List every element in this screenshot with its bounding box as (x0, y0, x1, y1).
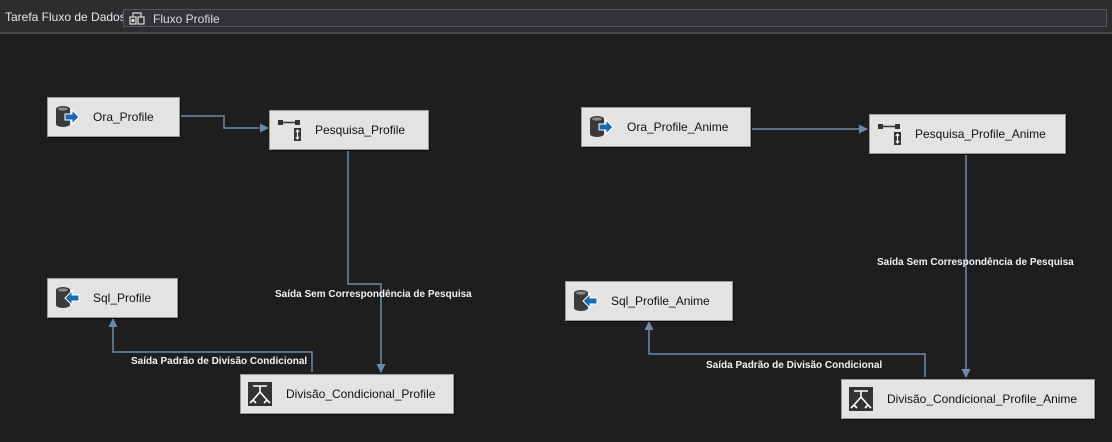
lookup-icon (278, 120, 301, 141)
ole-db-destination-icon (56, 287, 80, 308)
ole-db-source-icon (56, 106, 80, 127)
data-flow-icon (129, 12, 145, 25)
toolbar: Tarefa Fluxo de Dados: Fluxo Profile (0, 0, 1112, 32)
conditional-split-icon (248, 382, 272, 406)
component-name: Ora_Profile (93, 110, 154, 124)
ora-profile-anime-component[interactable]: Ora_Profile_Anime (581, 107, 751, 147)
sql-profile-component[interactable]: Sql_Profile (47, 278, 178, 318)
connector-pesquisa-to-divisao[interactable] (347, 150, 386, 373)
ole-db-source-icon (590, 116, 614, 137)
lookup-icon (878, 124, 901, 145)
component-name: Pesquisa_Profile_Anime (915, 127, 1046, 141)
data-flow-canvas[interactable]: Ora_Profile Pesquisa_Profile Sql_Profile… (0, 34, 1112, 442)
ora-profile-component[interactable]: Ora_Profile (47, 97, 180, 137)
divisao-condicional-profile-component[interactable]: Divisão_Condicional_Profile (240, 374, 454, 414)
pesquisa-profile-component[interactable]: Pesquisa_Profile (269, 110, 429, 150)
component-name: Divisão_Condicional_Profile (286, 387, 436, 401)
pesquisa-profile-anime-component[interactable]: Pesquisa_Profile_Anime (869, 114, 1066, 154)
ole-db-destination-icon (574, 290, 598, 311)
edge-label-no-match: Saída Sem Correspondência de Pesquisa (877, 257, 1074, 268)
component-name: Pesquisa_Profile (315, 123, 406, 137)
edge-label-no-match: Saída Sem Correspondência de Pesquisa (275, 289, 472, 300)
connector-divisao-anime-to-sql-anime[interactable] (644, 321, 926, 377)
connector-layer (108, 115, 971, 378)
divisao-condicional-profile-anime-component[interactable]: Divisão_Condicional_Profile_Anime (841, 379, 1095, 419)
component-name: Ora_Profile_Anime (627, 120, 729, 134)
component-name: Sql_Profile_Anime (611, 294, 710, 308)
edge-label-default-split: Saída Padrão de Divisão Condicional (131, 356, 308, 367)
component-name: Divisão_Condicional_Profile_Anime (887, 392, 1078, 406)
connector-ora-to-pesquisa[interactable] (180, 115, 269, 133)
component-name: Sql_Profile (93, 291, 152, 305)
connector-divisao-to-sql[interactable] (108, 318, 313, 372)
toolbar-divider (0, 32, 1112, 34)
task-selector[interactable]: Fluxo Profile (123, 9, 1107, 27)
task-selector-value: Fluxo Profile (153, 12, 220, 26)
task-label: Tarefa Fluxo de Dados: (5, 10, 130, 24)
sql-profile-anime-component[interactable]: Sql_Profile_Anime (565, 281, 733, 321)
edge-label-default-split: Saída Padrão de Divisão Condicional (706, 360, 883, 371)
conditional-split-icon (849, 387, 873, 411)
